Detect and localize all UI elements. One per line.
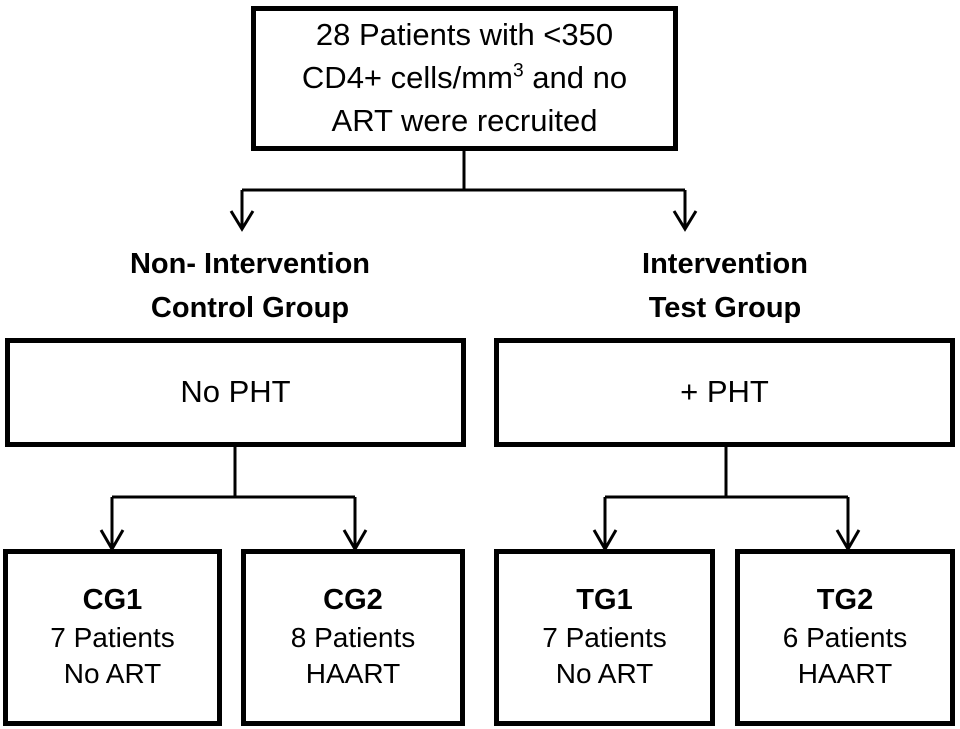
arrowhead-control-arm bbox=[229, 210, 255, 232]
group-count-cg2: 8 Patients bbox=[290, 621, 416, 653]
recruitment-line-2-tail: and no bbox=[523, 60, 628, 96]
superscript-three: 3 bbox=[512, 60, 524, 82]
group-regimen-cg1: No ART bbox=[63, 658, 162, 690]
treatment-label-plus-pht: + PHT bbox=[680, 374, 769, 410]
group-count-tg2: 6 Patients bbox=[782, 621, 908, 653]
recruitment-line-2: CD4+ cells/mm3 and no bbox=[302, 57, 627, 100]
treatment-box-plus-pht: + PHT bbox=[494, 338, 955, 447]
group-code-tg1: TG1 bbox=[576, 584, 633, 617]
arrowhead-tg2 bbox=[835, 529, 861, 552]
treatment-label-no-pht: No PHT bbox=[180, 374, 291, 410]
arrowhead-cg1 bbox=[99, 529, 125, 552]
group-code-cg2: CG2 bbox=[323, 584, 383, 617]
recruitment-line-2-text: CD4+ cells/mm bbox=[301, 60, 513, 96]
treatment-box-no-pht: No PHT bbox=[5, 338, 466, 447]
arm-heading-test-line-1: Intervention bbox=[642, 248, 808, 280]
group-count-cg1: 7 Patients bbox=[50, 621, 175, 653]
group-box-cg2: CG2 8 Patients HAART bbox=[241, 549, 465, 726]
recruitment-line-3: ART were recruited bbox=[331, 102, 598, 138]
group-box-tg2: TG2 6 Patients HAART bbox=[735, 549, 955, 726]
arrowhead-cg2 bbox=[342, 529, 368, 552]
group-code-cg1: CG1 bbox=[82, 584, 143, 617]
group-regimen-tg2: HAART bbox=[797, 658, 893, 690]
arm-heading-test: Intervention Test Group bbox=[535, 243, 915, 330]
group-box-tg1: TG1 7 Patients No ART bbox=[494, 549, 715, 726]
arrowhead-test-arm bbox=[672, 210, 698, 232]
arm-heading-control-line-2: Control Group bbox=[150, 291, 350, 324]
recruitment-box: 28 Patients with <350 CD4+ cells/mm3 and… bbox=[251, 6, 678, 151]
arm-heading-control: Non- Intervention Control Group bbox=[60, 243, 440, 330]
recruitment-line-1: 28 Patients with <350 bbox=[315, 17, 614, 53]
arm-heading-test-line-2: Test Group bbox=[648, 291, 802, 324]
arm-heading-control-line-1: Non- Intervention bbox=[129, 248, 371, 280]
group-regimen-cg2: HAART bbox=[305, 658, 401, 690]
group-code-tg2: TG2 bbox=[816, 584, 874, 617]
group-count-tg1: 7 Patients bbox=[542, 621, 667, 653]
group-box-cg1: CG1 7 Patients No ART bbox=[3, 549, 222, 726]
arrowhead-tg1 bbox=[592, 529, 618, 552]
group-regimen-tg1: No ART bbox=[555, 658, 654, 690]
